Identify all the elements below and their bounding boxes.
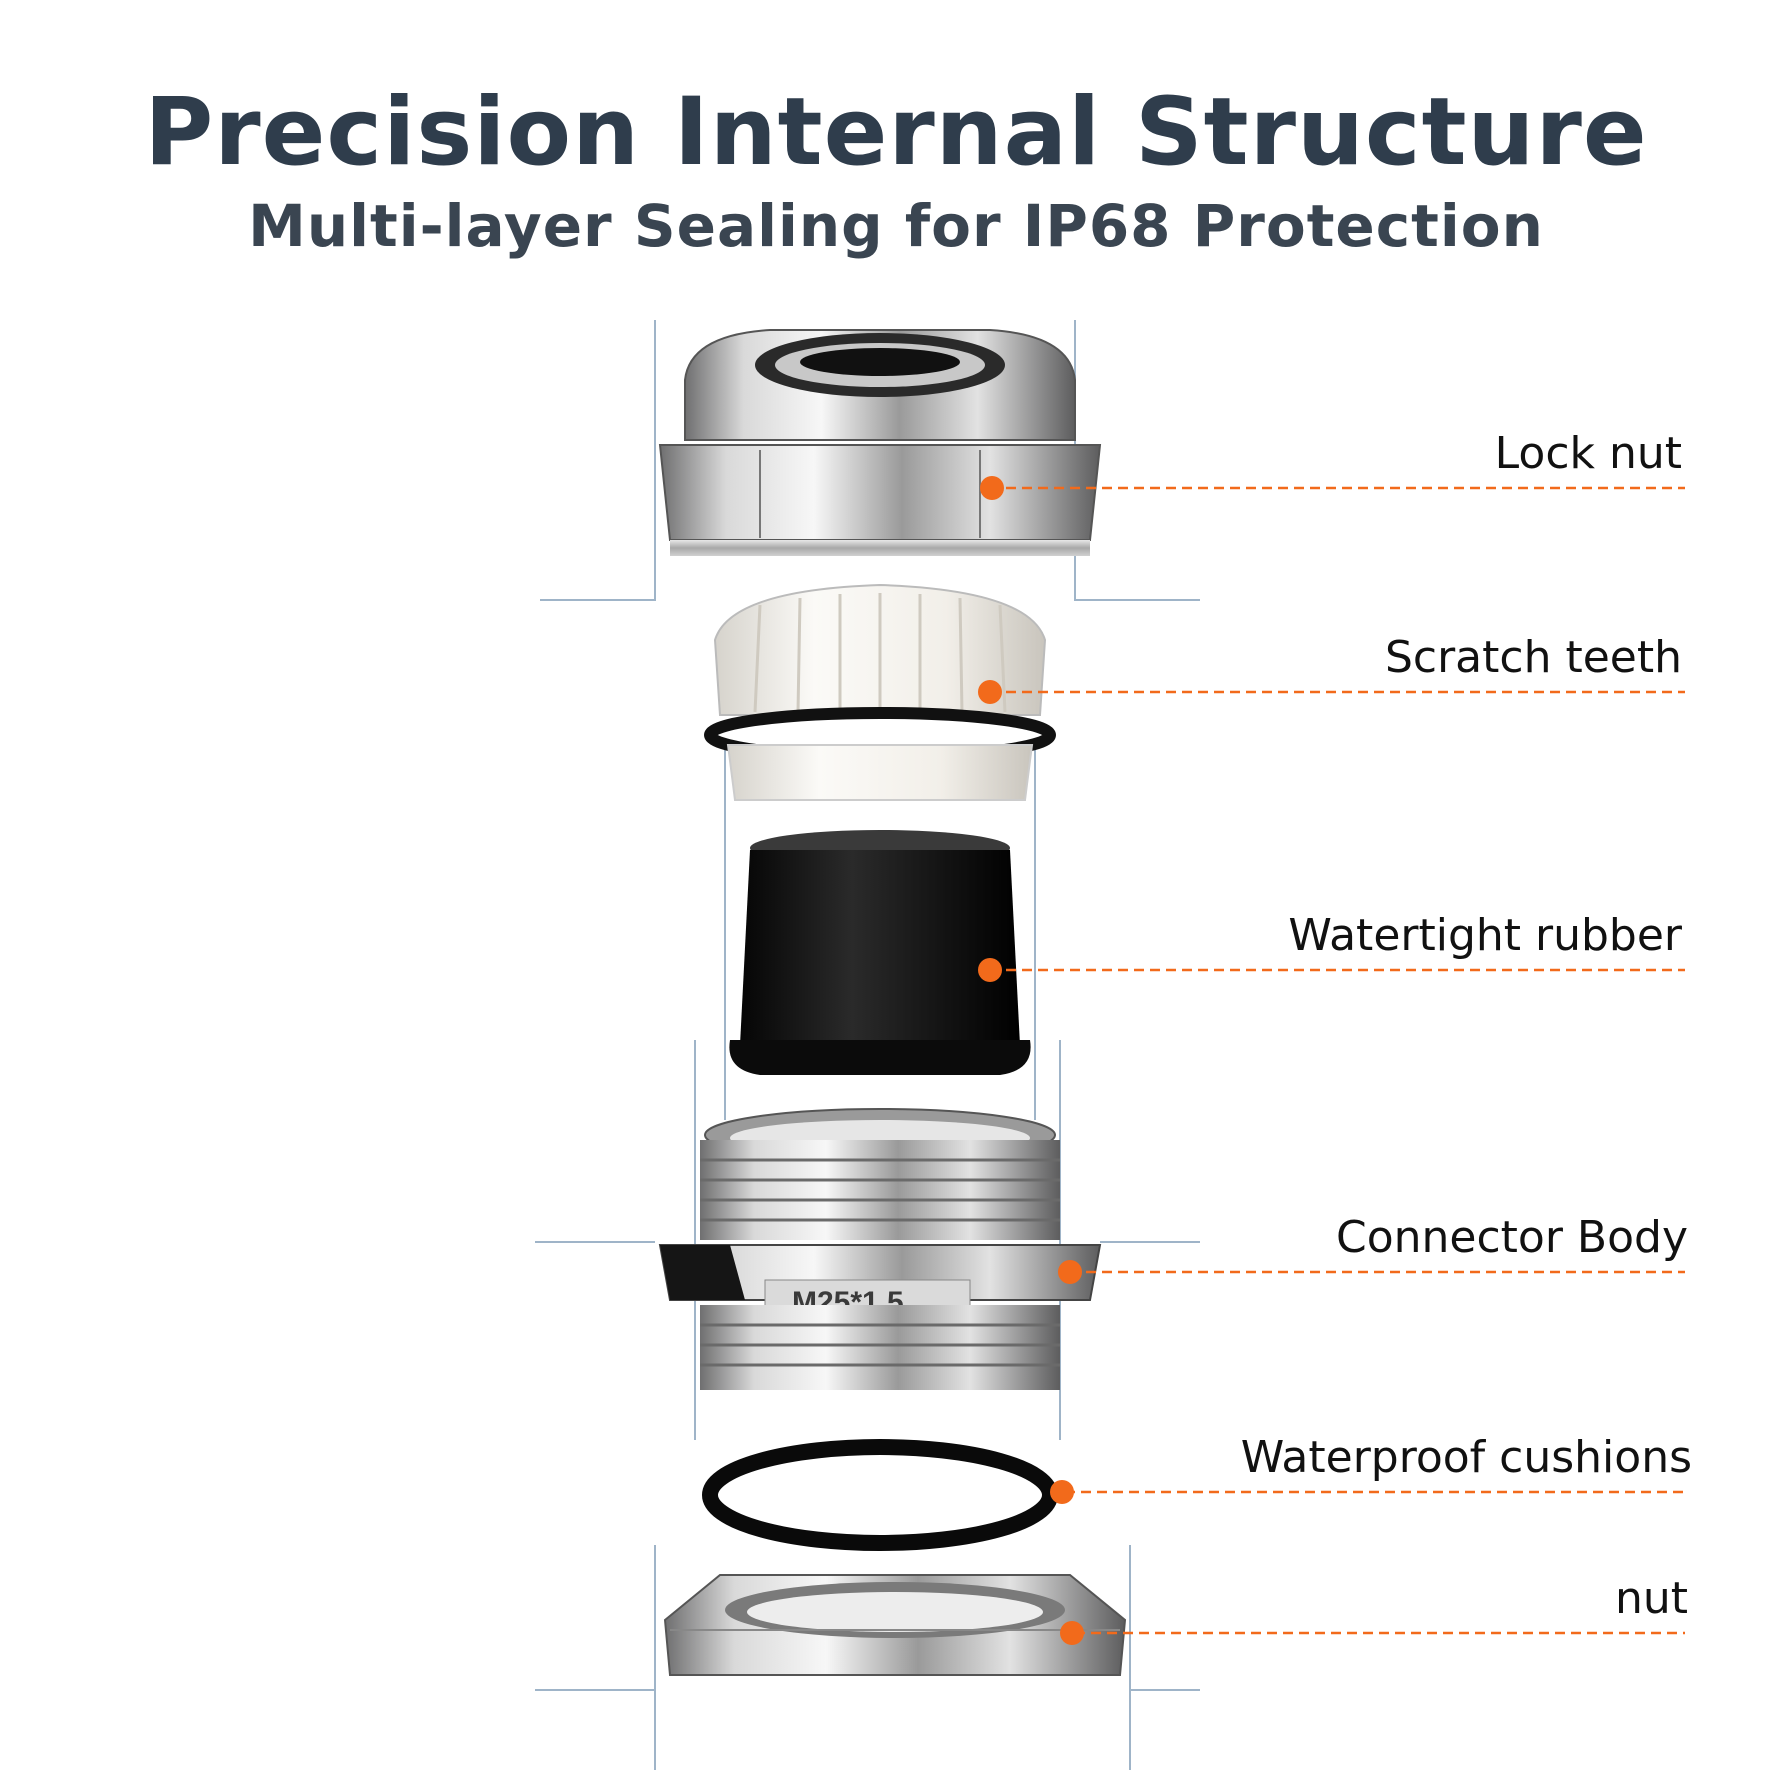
watertight-rubber-dot — [978, 958, 1002, 982]
label-watertight-rubber: Watertight rubber — [1288, 910, 1682, 961]
waterproof-cushions-part — [702, 1439, 1058, 1551]
page-title: Precision Internal Structure — [144, 78, 1648, 187]
label-scratch-teeth: Scratch teeth — [1384, 632, 1682, 683]
watertight-rubber-part — [729, 830, 1031, 1075]
connector-body-dot — [1058, 1260, 1082, 1284]
nut-dot — [1060, 1621, 1084, 1645]
connector-body-part: M25*1.5 — [658, 1108, 1102, 1390]
label-connector-body: Connector Body — [1336, 1212, 1688, 1263]
label-waterproof-cushions: Waterproof cushions — [1240, 1432, 1692, 1483]
lock-nut-part — [658, 329, 1102, 556]
label-lock-nut: Lock nut — [1494, 428, 1682, 479]
scratch-teeth-part — [704, 583, 1056, 801]
callout-leaders — [990, 486, 1685, 1635]
waterproof-cushions-dot — [1050, 1480, 1074, 1504]
label-nut: nut — [1614, 1573, 1688, 1624]
lock-nut-dot — [980, 476, 1004, 500]
nut-part — [663, 1574, 1127, 1676]
scratch-teeth-dot — [978, 680, 1002, 704]
guide-lines — [535, 320, 1200, 1770]
callout-dots — [978, 476, 1084, 1645]
page-subtitle: Multi-layer Sealing for IP68 Protection — [248, 192, 1544, 260]
